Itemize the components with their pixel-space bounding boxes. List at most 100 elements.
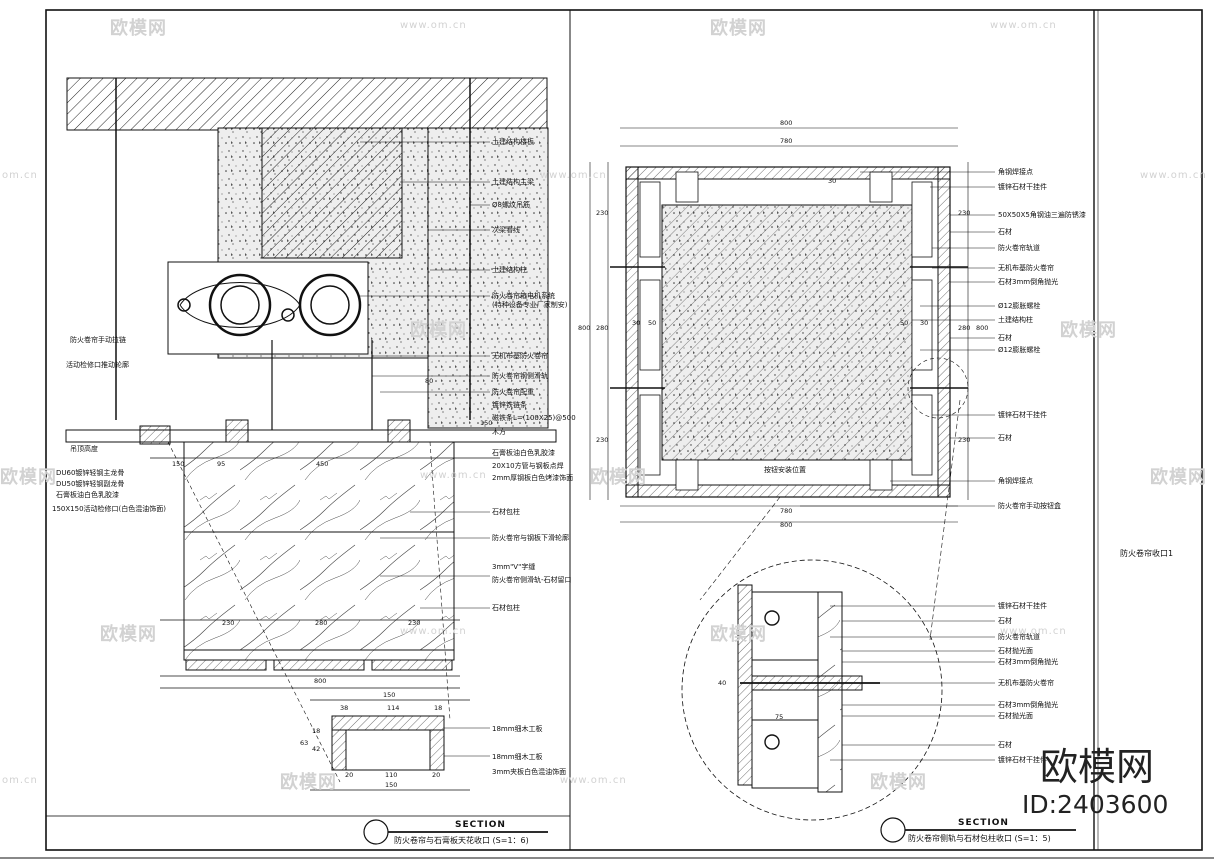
label: 磁铁条L=(100X25)@500 xyxy=(492,414,576,422)
dimension: 800 xyxy=(780,521,793,529)
dimension: 18 xyxy=(434,704,443,712)
label: 吊顶高度 xyxy=(70,445,98,453)
label: Ø12膨胀螺栓 xyxy=(998,302,1041,310)
label: 镀锌石材干挂件 xyxy=(998,602,1047,610)
label: 防火卷帘手动拉链 xyxy=(70,336,126,344)
label: 石材 xyxy=(998,741,1012,749)
watermark-url: www.om.cn xyxy=(540,170,607,181)
label: 角钢焊接点 xyxy=(998,168,1033,176)
watermark-url: www.om.cn xyxy=(990,20,1057,31)
label: 土建结构主梁 xyxy=(492,178,534,186)
label: Ø12膨胀螺栓 xyxy=(998,346,1041,354)
watermark-brand: 欧模网 xyxy=(1150,467,1207,488)
label: 石材抛光面 xyxy=(998,647,1033,655)
label: DU50镀锌轻钢副龙骨 xyxy=(56,480,125,488)
watermark-brand: 欧模网 xyxy=(710,624,767,645)
watermark-url: om.cn xyxy=(2,170,38,181)
label: 石材3mm倒角抛光 xyxy=(998,278,1059,286)
dimension: 110 xyxy=(385,771,398,779)
watermark-url: www.om.cn xyxy=(400,626,467,637)
section-word: SECTION xyxy=(958,818,1009,828)
label: 角钢焊接点 xyxy=(998,477,1033,485)
watermark-url: om.cn xyxy=(2,775,38,786)
label: 防火卷帘箱电机系统 xyxy=(492,292,555,300)
label: 2mm厚钢板白色烤漆饰面 xyxy=(492,474,574,482)
dimension: 20 xyxy=(432,771,441,779)
label: 土建结构楼板 xyxy=(492,138,534,146)
label: 50X50X5角钢油三遍防锈漆 xyxy=(998,211,1086,219)
dimension: 230 xyxy=(596,436,609,444)
dimension: 40 xyxy=(718,679,727,687)
label: 防火卷帘手动按钮盒 xyxy=(998,502,1061,510)
label: 防火卷帘侧滑轨-石材留口 xyxy=(492,576,572,584)
dimension: 150 xyxy=(385,781,398,789)
watermark-brand: 欧模网 xyxy=(410,320,467,341)
label: 防火卷帘与钢板下滑轮廓 xyxy=(492,534,569,542)
dimension: 150 xyxy=(480,419,493,427)
dimension: 800 xyxy=(780,119,793,127)
label: 活动检修口推动轮廓 xyxy=(66,361,129,369)
dimension: 230 xyxy=(958,436,971,444)
label: 镀锌铁链条 xyxy=(492,401,527,409)
label: 石材3mm倒角抛光 xyxy=(998,658,1059,666)
dimension: 18 xyxy=(312,727,321,735)
label: 20X10方管与钢板点焊 xyxy=(492,462,564,470)
watermark-brand: 欧模网 xyxy=(100,624,157,645)
watermark-brand: 欧模网 xyxy=(0,467,57,488)
dimension: 280 xyxy=(315,619,328,627)
label: (特种设备专业厂家制安) xyxy=(492,301,568,309)
dimension: 63 xyxy=(300,739,309,747)
left-detail-drawing xyxy=(45,77,571,851)
dimension: 80 xyxy=(425,377,434,385)
dimension: 230 xyxy=(408,619,421,627)
label: 石材 xyxy=(998,617,1012,625)
label: 石材抛光面 xyxy=(998,712,1033,720)
label: 防火卷帘轨道 xyxy=(998,633,1040,641)
dimension: 20 xyxy=(345,771,354,779)
label: 镀锌石材干挂件 xyxy=(998,756,1047,764)
right-detail-drawing xyxy=(589,127,1076,843)
label: 无机布基防火卷帘 xyxy=(998,264,1054,272)
label: 土建结构柱 xyxy=(998,316,1033,324)
label: 石材包柱 xyxy=(492,508,520,516)
dimension: 780 xyxy=(780,137,793,145)
watermark-url: www.om.cn xyxy=(400,20,467,31)
dimension: 30 xyxy=(828,177,837,185)
label: 无机布基防火卷帘 xyxy=(998,679,1054,687)
section-word: SECTION xyxy=(455,820,506,830)
label: 防火卷帘轨道 xyxy=(998,244,1040,252)
label: 150X150活动检修口(白色混油饰面) xyxy=(52,505,166,513)
label: 按钮安装位置 xyxy=(764,466,806,474)
label: 防火卷帘配重 xyxy=(492,388,534,396)
dimension: 800 xyxy=(578,324,591,332)
dimension: 150 xyxy=(172,460,185,468)
dimension: 280 xyxy=(596,324,609,332)
dimension: 95 xyxy=(217,460,226,468)
label: 石材 xyxy=(998,228,1012,236)
dimension: 230 xyxy=(222,619,235,627)
dimension: 42 xyxy=(312,745,321,753)
sheet-side-title: 防火卷帘收口1 xyxy=(1120,549,1174,558)
label: 石膏板油白色乳胶漆 xyxy=(492,449,555,457)
dimension: 280 xyxy=(958,324,971,332)
label: 石材3mm倒角抛光 xyxy=(998,701,1059,709)
detail-title: 防火卷帘与石膏板天花收口 (S=1：6) xyxy=(394,836,529,845)
watermark-brand: 欧模网 xyxy=(710,18,767,39)
label: 石材 xyxy=(998,434,1012,442)
brand-id: ID:2403600 xyxy=(1022,790,1169,819)
dimension: 230 xyxy=(958,209,971,217)
detail-title: 防火卷帘侧轨与石材包柱收口 (S=1：5) xyxy=(908,834,1051,843)
dimension: 230 xyxy=(596,209,609,217)
label: Ø8螺纹吊筋 xyxy=(492,201,530,209)
label: 次梁看线 xyxy=(492,226,520,234)
watermark-brand: 欧模网 xyxy=(110,18,167,39)
watermark-url: www.om.cn xyxy=(1140,170,1207,181)
dimension: 450 xyxy=(316,460,329,468)
dimension: 30 xyxy=(920,319,929,327)
watermark-brand: 欧模网 xyxy=(280,772,337,793)
watermark-url: www.om.cn xyxy=(560,775,627,786)
dimension: 800 xyxy=(976,324,989,332)
label: 无机布基防火卷帘 xyxy=(492,352,548,360)
label: 石膏板油白色乳胶漆 xyxy=(56,491,119,499)
